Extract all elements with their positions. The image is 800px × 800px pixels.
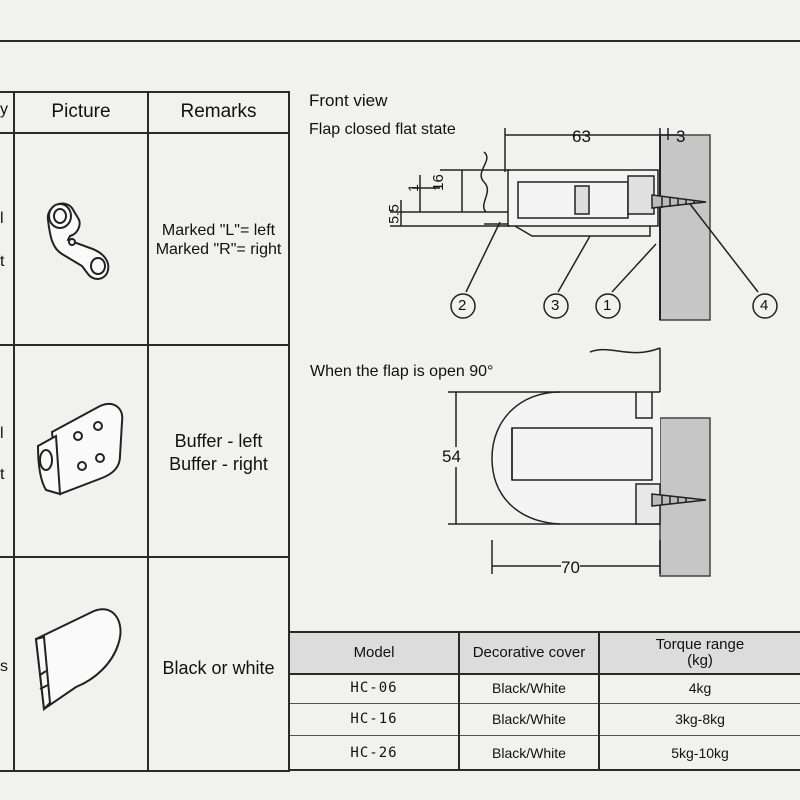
callout-number-4: 4 [760,297,769,314]
parts-table-column-divider [13,91,15,772]
model-table-top-border [290,631,800,633]
callout-circle [543,293,569,319]
dimension-63: 63 [572,127,591,146]
remark-line: Marked "L"= left [161,222,276,239]
parts-table-row-divider [0,344,290,346]
model-table-row-divider [290,703,800,704]
dimension-54: 54 [442,447,461,467]
dimension-70: 70 [561,558,580,578]
dimension-1: 1 [404,184,421,192]
front-view-title: Front view [309,91,388,110]
buffer-plate-icon [36,403,124,496]
column-header-cover: Decorative cover [472,644,586,661]
parts-table-bottom-border [0,770,290,772]
column-header-torque: Torque range (kg) [600,637,800,669]
model-table-bottom-border [290,769,800,771]
model-table-header-border [290,673,800,675]
row-cut-text: t [0,466,5,483]
cover-cell: Black/White [492,711,566,727]
wall-panel [659,134,711,321]
model-table-row-divider [290,735,800,736]
screw-icon [651,493,707,507]
callout-number-1: 1 [603,297,612,314]
remark-line: Marked "R"= right [155,241,282,258]
torque-cell: 4kg [688,680,712,696]
callout-number-3: 3 [551,297,560,314]
parts-table-column-divider [147,91,149,772]
decorative-cover-outline [514,225,651,237]
model-table-column-divider [458,631,460,771]
row-cut-text: s [0,658,8,675]
column-header-cut: y [0,101,8,118]
torque-cell: 3kg-8kg [675,711,725,727]
callout-circle [752,293,778,319]
cover-cell: Black/White [492,680,566,696]
cover-cell: Black/White [492,745,566,761]
row-cut-text: l [0,210,4,227]
parts-table-row-divider [0,556,290,558]
row-remark: Marked "L"= left Marked "R"= right [149,221,288,259]
model-cell: HC-16 [350,711,398,727]
open-state-drawing [448,347,711,577]
model-cell: HC-26 [350,745,398,761]
column-header-picture: Picture [51,101,111,122]
model-table-column-divider [598,631,600,771]
callout-circle [595,293,621,319]
top-rule [0,40,800,42]
dimension-16: 16 [429,174,447,191]
parts-table-top-border [0,91,290,93]
row-remark: Buffer - left Buffer - right [149,430,288,476]
screw-icon [651,194,707,209]
parts-table-right-border [288,91,290,772]
column-header-model: Model [353,644,395,661]
dimension-5-5: 5.5 [385,204,402,224]
torque-cell: 5kg-10kg [671,745,729,761]
remark-line: Black or white [162,658,275,678]
row-cut-text: l [0,425,4,442]
closed-state-caption: Flap closed flat state [309,121,456,138]
callout-number-2: 2 [458,297,467,314]
model-cell: HC-06 [350,680,398,696]
closed-state-drawing [390,128,778,321]
remark-line: Buffer - left [174,431,263,451]
model-table-header-bg [290,632,800,674]
torque-header-unit: (kg) [687,652,713,669]
row-cut-text: t [0,253,5,270]
hinge-bracket-icon [46,202,110,280]
parts-table-header-border [0,132,290,134]
callout-circle [450,293,476,319]
open-state-caption: When the flap is open 90° [310,363,494,380]
torque-header-line: Torque range [655,636,745,653]
remark-line: Buffer - right [169,454,268,474]
column-header-remarks: Remarks [180,101,257,122]
decorative-cover-icon [34,608,122,712]
row-remark: Black or white [149,657,288,680]
dimension-3: 3 [676,127,686,146]
